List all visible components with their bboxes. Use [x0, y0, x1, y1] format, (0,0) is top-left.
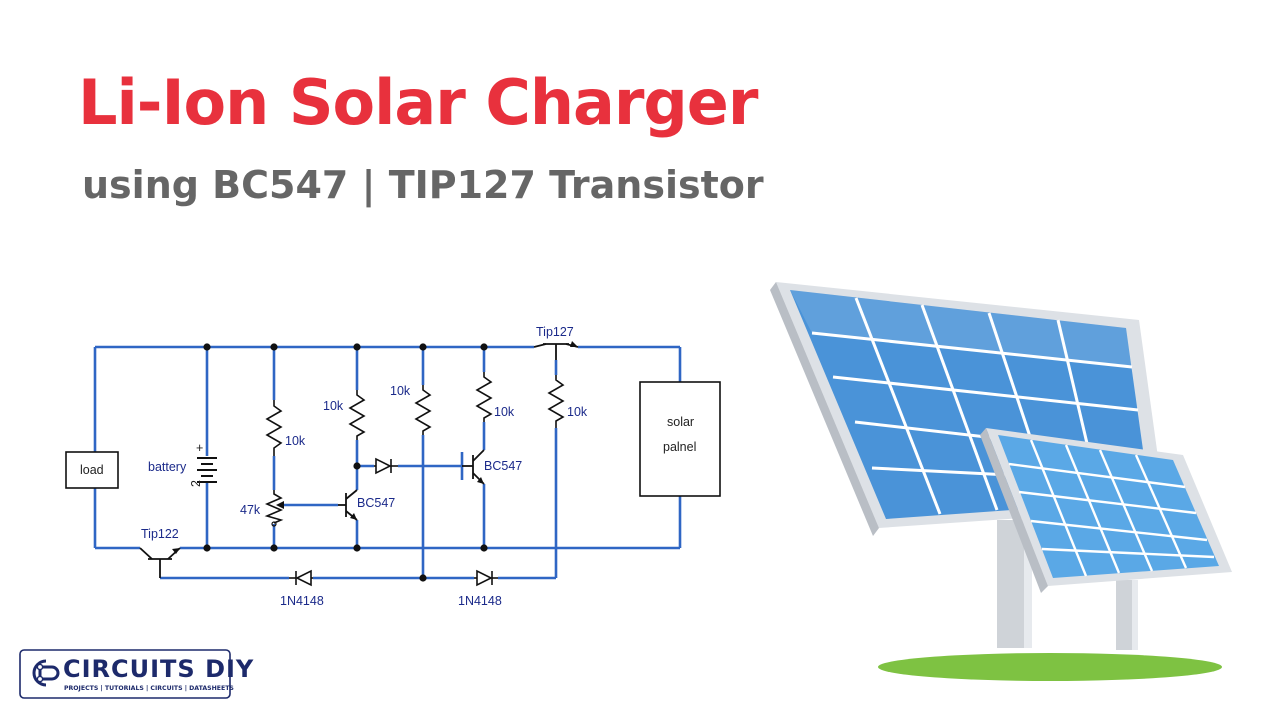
label-d1: 1N4148 [280, 594, 324, 608]
label-panel-line1: solar [667, 415, 694, 429]
junction-dots [203, 343, 488, 582]
front-panel-grid [1008, 439, 1215, 577]
label-r1: 10k [285, 434, 306, 448]
label-q2: BC547 [484, 459, 522, 473]
circuit-schematic [93, 345, 682, 580]
label-battery-minus: 2 [189, 480, 203, 487]
transistor-tip122 [139, 547, 181, 578]
label-d2: 1N4148 [458, 594, 502, 608]
logo-name: CIRCUITS DIY [63, 655, 254, 683]
label-tip122: Tip122 [141, 527, 179, 541]
diode-top [375, 457, 392, 475]
label-r4: 10k [494, 405, 515, 419]
resistors [264, 372, 565, 524]
page-subtitle: using BC547 | TIP127 Transistor [82, 163, 764, 207]
resistor-r5 [547, 375, 565, 428]
grass-ground [878, 653, 1222, 681]
bc547-1-arrow [350, 513, 357, 520]
label-load: load [80, 463, 104, 477]
pot-terminal [271, 521, 277, 527]
diodes [289, 457, 498, 587]
junction-dot [203, 544, 211, 552]
diode-d1 [295, 569, 312, 587]
logo-tagline: PROJECTS | TUTORIALS | CIRCUITS | DATASH… [64, 685, 234, 693]
label-panel-line2: palnel [663, 440, 696, 454]
junction-dot [203, 343, 211, 351]
resistor-r2 [348, 390, 366, 440]
potentiometer-47k [264, 490, 284, 524]
junction-dot [270, 343, 278, 351]
label-pot: 47k [240, 503, 261, 517]
junction-dot [270, 544, 278, 552]
battery-symbol [197, 457, 217, 483]
junction-dot [353, 544, 361, 552]
junction-dot [419, 574, 427, 582]
resistor-r3 [414, 385, 432, 435]
logo-mark-icon [32, 659, 60, 687]
junction-dot [353, 462, 361, 470]
solar-panel-illustration [770, 282, 1232, 681]
label-r5: 10k [567, 405, 588, 419]
load-box [65, 451, 119, 489]
bc547-2-arrow [477, 477, 484, 484]
junction-dot [480, 343, 488, 351]
junction-dot [419, 343, 427, 351]
resistor-r1 [265, 400, 283, 456]
resistor-r4 [475, 372, 493, 422]
label-battery: battery [148, 460, 187, 474]
label-tip127: Tip127 [536, 325, 574, 339]
diode-d2 [476, 569, 493, 587]
logo-border [19, 649, 231, 699]
junction-dot [480, 544, 488, 552]
circuits-diy-logo: CIRCUITS DIY PROJECTS | TUTORIALS | CIRC… [19, 649, 254, 699]
label-q1: BC547 [357, 496, 395, 510]
tip122-arrow [172, 548, 180, 554]
page-title: Li-Ion Solar Charger [78, 66, 758, 139]
solar-panel-box [639, 381, 721, 497]
pot-wiper-arrow [276, 501, 284, 509]
label-battery-plus: + [196, 441, 203, 455]
junction-dot [353, 343, 361, 351]
tip127-arrow [570, 341, 578, 347]
label-r3: 10k [390, 384, 411, 398]
label-r2: 10k [323, 399, 344, 413]
